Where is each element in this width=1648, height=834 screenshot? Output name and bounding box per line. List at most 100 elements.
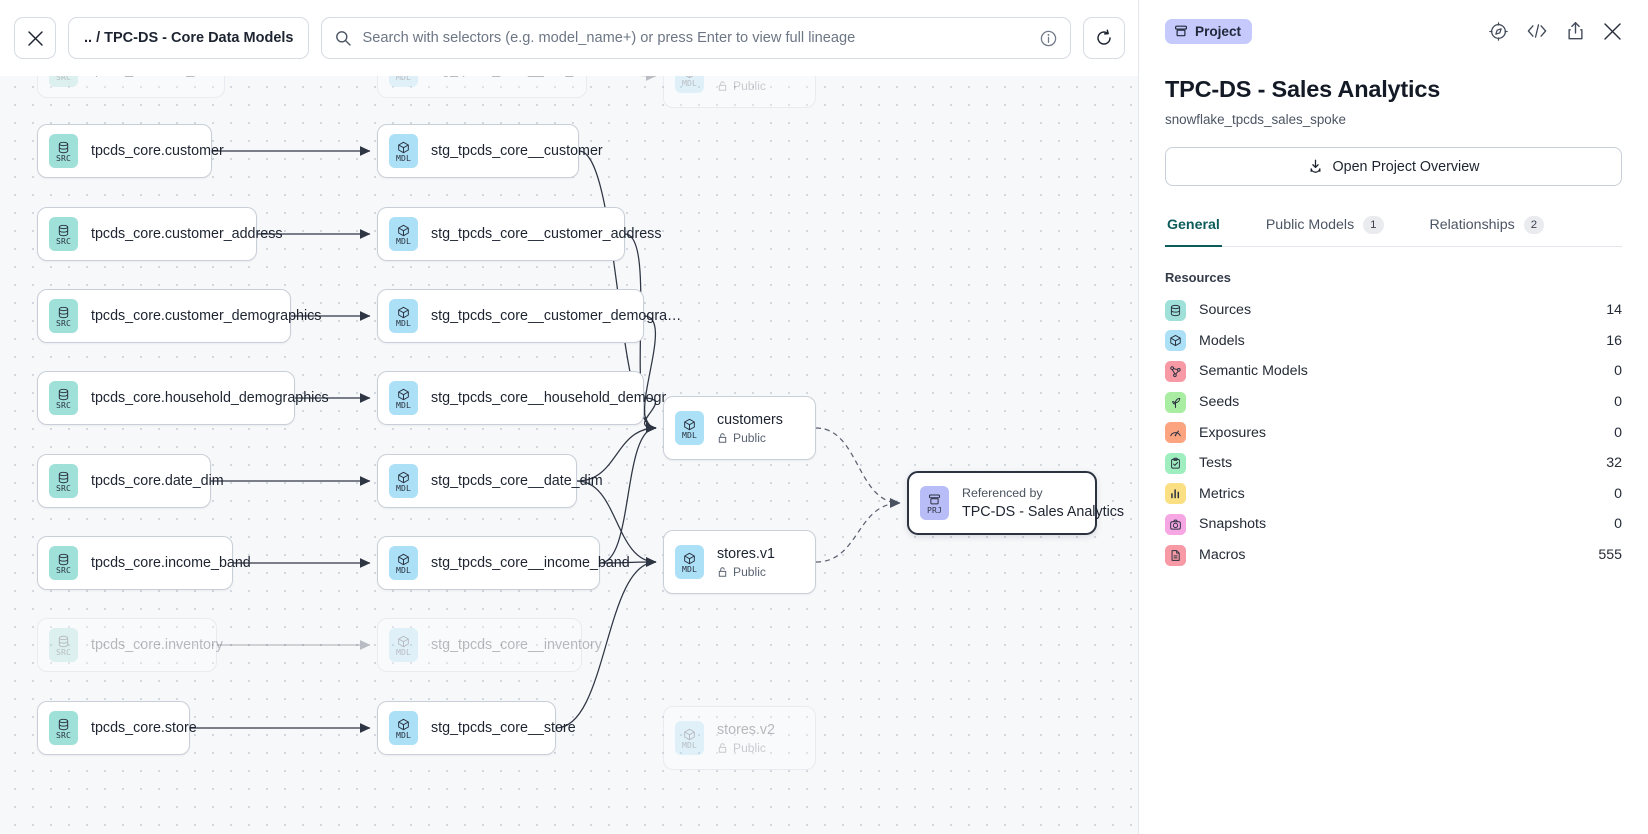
src-badge: SRC [49, 546, 78, 580]
info-icon[interactable] [1040, 30, 1057, 47]
mdl-badge: MDL [389, 546, 418, 580]
resource-count: 32 [1606, 455, 1622, 472]
node-name: customers [717, 411, 783, 428]
resource-count: 0 [1614, 424, 1622, 441]
close-icon[interactable] [1603, 22, 1622, 41]
node-text: stg_tpcds_core__income_band [431, 555, 630, 571]
lineage-node-src_income_band[interactable]: SRC tpcds_core.income_band [37, 536, 251, 590]
badge-type-label: MDL [682, 563, 697, 574]
lineage-node-mdl_store[interactable]: MDL stg_tpcds_core__store [377, 701, 576, 755]
badge-type-label: SRC [56, 152, 71, 163]
close-lineage-button[interactable] [14, 17, 56, 59]
node-name: tpcds_core.customer_demographics [91, 308, 322, 324]
resource-row-seeds[interactable]: Seeds 0 [1165, 387, 1622, 418]
resource-count: 0 [1614, 516, 1622, 533]
lineage-node-src_inventory[interactable]: SRC tpcds_core.inventory [37, 618, 223, 672]
node-name: stg_tpcds_core__household_demogr… [431, 390, 681, 406]
refresh-button[interactable] [1083, 17, 1125, 59]
node-access-label: Public [733, 430, 766, 445]
tab-count-badge: 2 [1523, 216, 1545, 234]
lineage-node-src_customer[interactable]: SRC tpcds_core.customer [37, 124, 224, 178]
node-access-badge: Public [717, 565, 775, 579]
bar-chart-icon [1165, 483, 1186, 505]
explore-icon[interactable] [1489, 21, 1508, 41]
search-input[interactable] [362, 30, 1029, 46]
src-badge: SRC [49, 217, 78, 251]
open-project-overview-button[interactable]: Open Project Overview [1165, 147, 1622, 186]
mdl-badge: MDL [389, 464, 418, 498]
badge-type-label: MDL [396, 729, 411, 740]
node-text: stg_tpcds_core__store [431, 720, 576, 736]
lineage-canvas[interactable]: SRCtpcds_core.call_centerSRCtpcds_core.c… [0, 0, 1139, 834]
gauge-icon [1165, 422, 1186, 444]
database-icon [1165, 299, 1186, 321]
node-text: stg_tpcds_core__customer_address [431, 226, 661, 242]
lineage-node-mdl_income_band[interactable]: MDL stg_tpcds_core__income_band [377, 536, 630, 590]
resource-name: Seeds [1199, 394, 1240, 411]
resource-count: 0 [1614, 485, 1622, 502]
panel-header-icons [1489, 21, 1622, 41]
node-name: tpcds_core.customer [91, 143, 224, 159]
node-kicker: Referenced by [962, 486, 1043, 500]
breadcrumb[interactable]: .. / TPC-DS - Core Data Models [68, 17, 310, 59]
project-identifier: snowflake_tpcds_sales_spoke [1165, 112, 1346, 127]
node-name: stg_tpcds_core__customer_demogra… [431, 308, 682, 324]
resource-kind-chip[interactable]: Project [1165, 18, 1253, 44]
tab-general[interactable]: General [1165, 207, 1222, 247]
node-text: tpcds_core.date_dim [91, 473, 224, 489]
badge-type-label: MDL [396, 317, 411, 328]
badge-type-label: SRC [56, 729, 71, 740]
open-project-overview-label: Open Project Overview [1332, 158, 1480, 175]
node-name: tpcds_core.household_demographics [91, 390, 329, 406]
resource-count: 0 [1614, 394, 1622, 411]
search-bar[interactable] [321, 17, 1071, 59]
share-icon[interactable] [1566, 21, 1585, 41]
src-badge: SRC [49, 381, 78, 415]
node-text: tpcds_core.income_band [91, 555, 251, 571]
src-badge: SRC [49, 299, 78, 333]
resource-count: 14 [1606, 302, 1622, 319]
page-title: TPC-DS - Sales Analytics [1165, 76, 1441, 102]
badge-type-label: SRC [56, 646, 71, 657]
resource-name: Semantic Models [1199, 363, 1308, 380]
lineage-node-mdl_cust_demo[interactable]: MDL stg_tpcds_core__customer_demogra… [377, 289, 682, 343]
node-name: TPC-DS - Sales Analytics [962, 504, 1125, 520]
clipboard-check-icon [1165, 452, 1186, 474]
code-icon[interactable] [1526, 22, 1548, 40]
mdl-badge: MDL [675, 411, 704, 445]
resource-count: 555 [1598, 547, 1622, 564]
src-badge: SRC [49, 711, 78, 745]
node-name: tpcds_core.inventory [91, 637, 223, 653]
lineage-node-src_cust_demo[interactable]: SRC tpcds_core.customer_demographics [37, 289, 322, 343]
src-badge: SRC [49, 134, 78, 168]
lineage-node-src_hh_demo[interactable]: SRC tpcds_core.household_demographics [37, 371, 329, 425]
node-access-badge: Public [717, 431, 783, 445]
node-name: stores.v2 [717, 721, 776, 738]
